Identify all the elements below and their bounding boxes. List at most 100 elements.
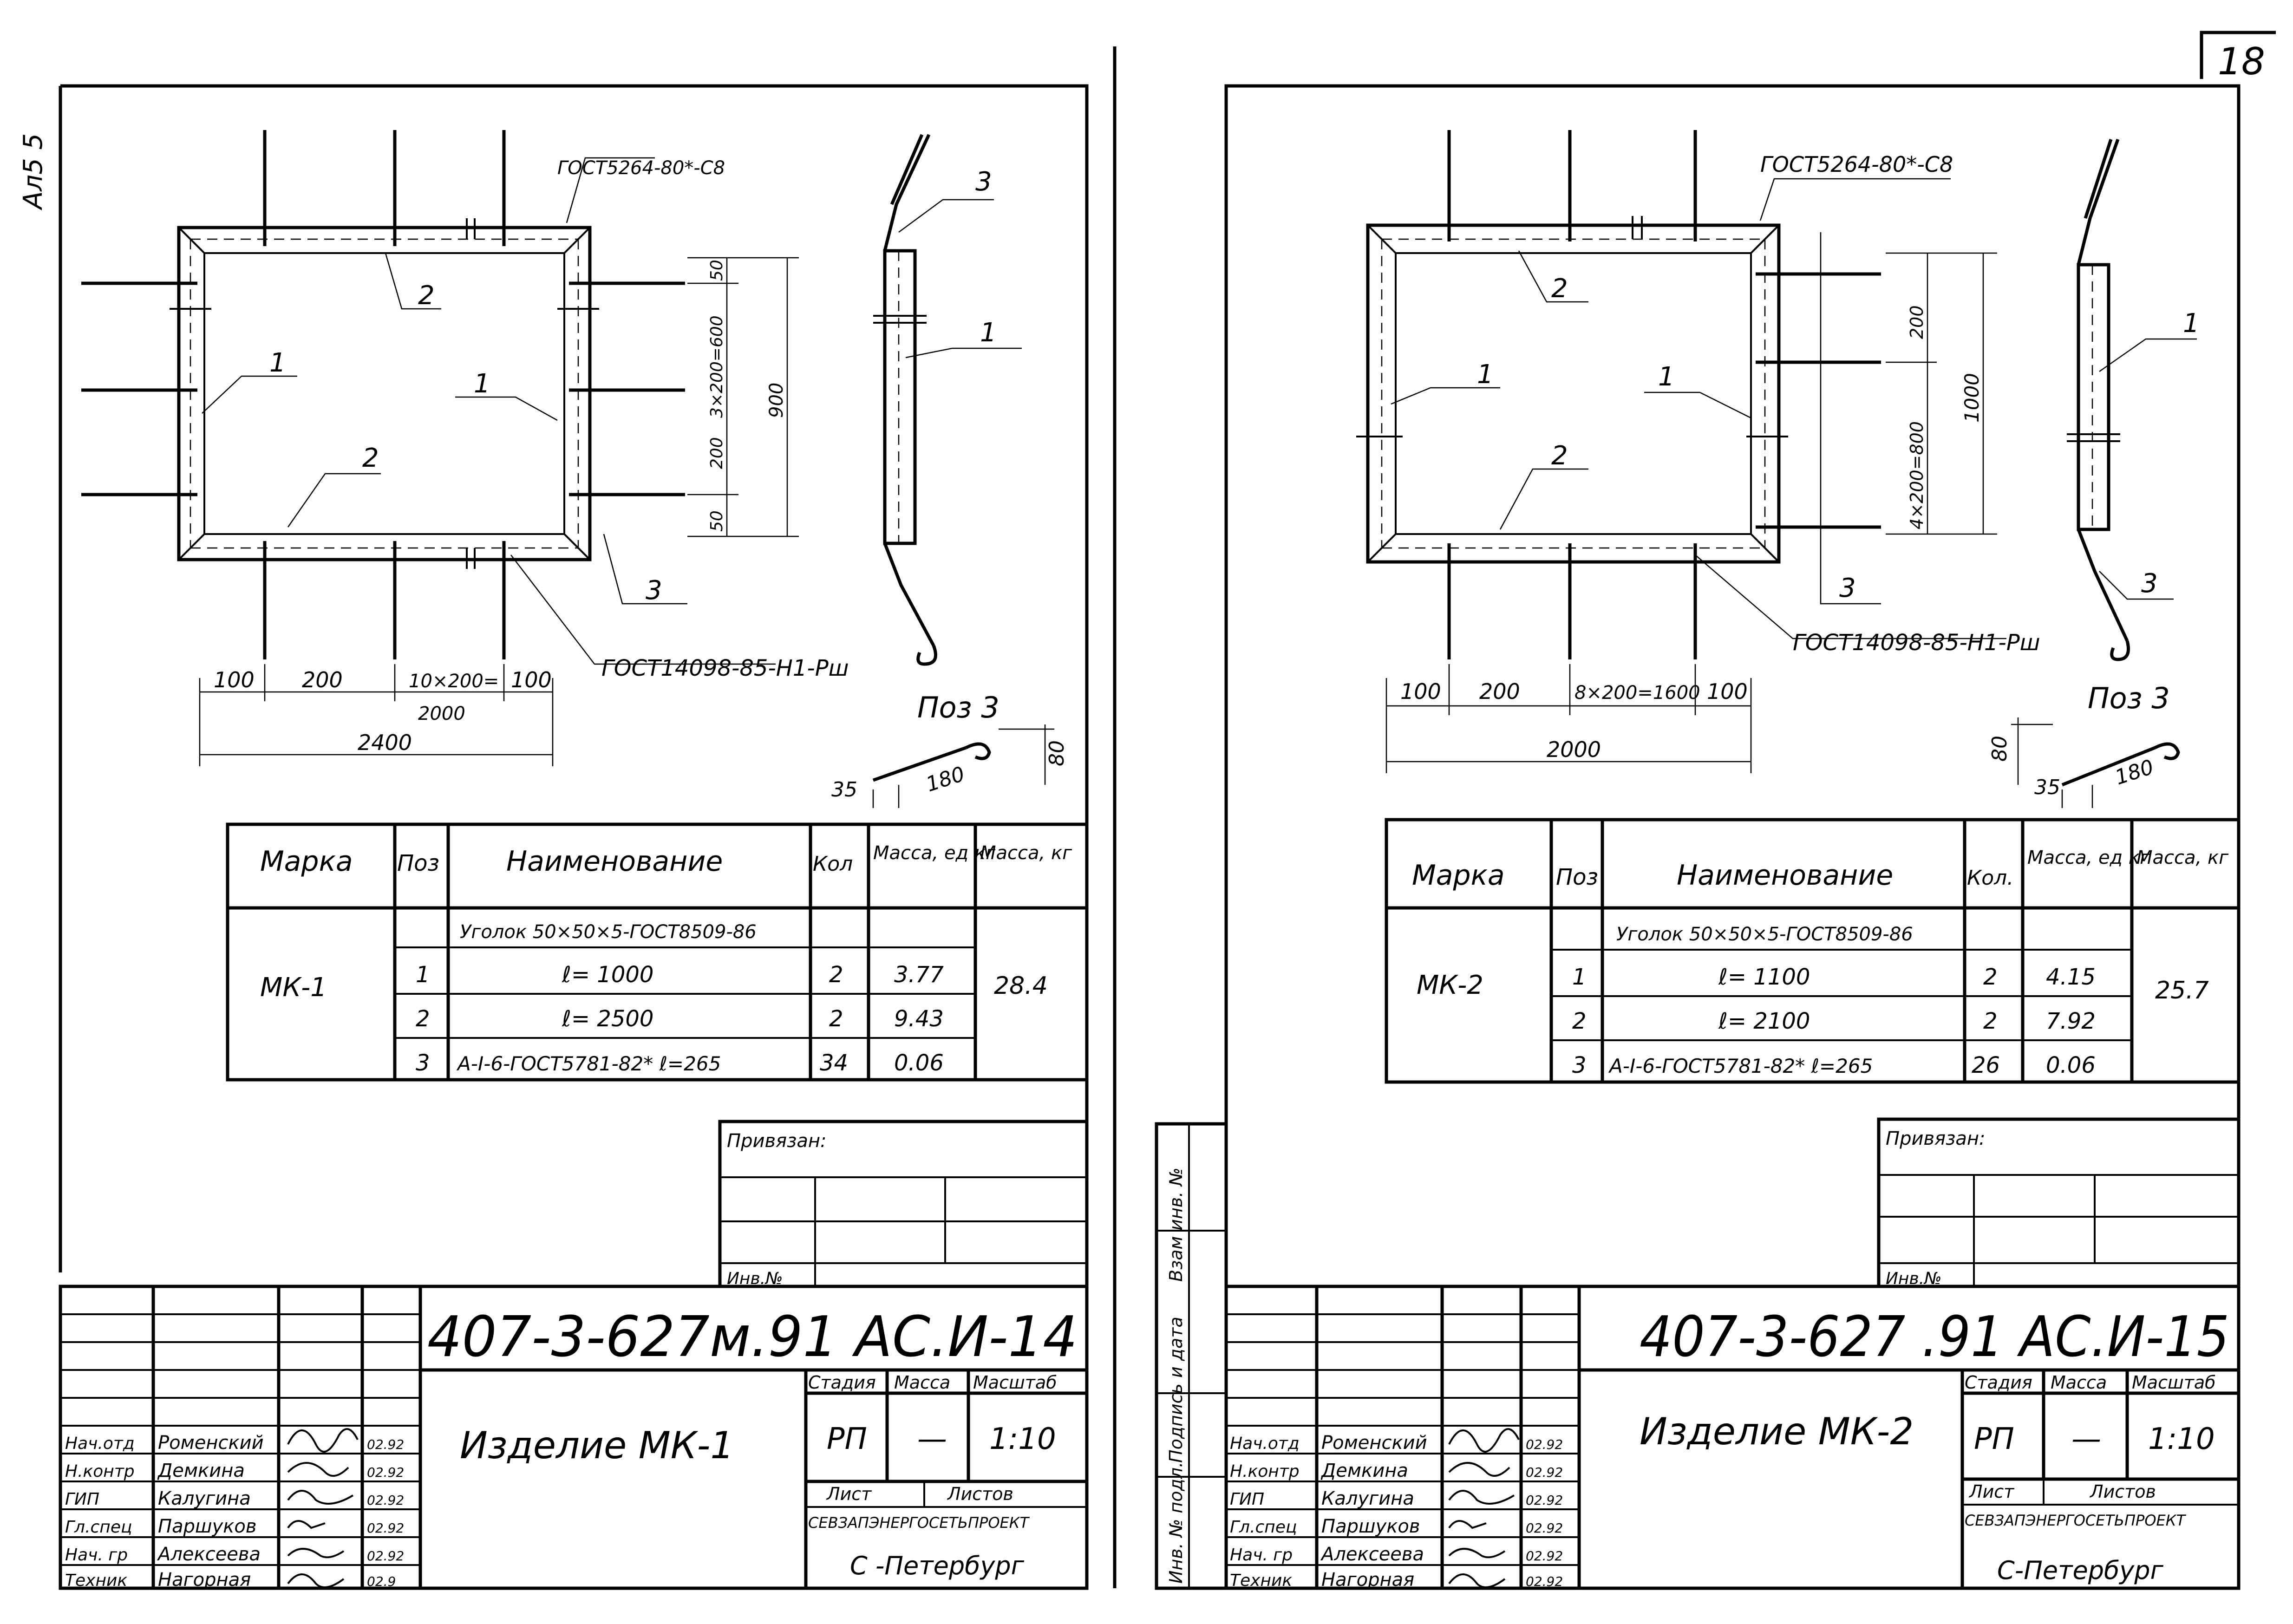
left-pos-3b: 3 [975,167,992,197]
right-poz3-title: Поз 3 [2088,681,2170,715]
left-staff-name-3: Паршуков [158,1516,256,1537]
right-dim-200: 200 [1479,679,1520,704]
right-staff-date-4: 02.92 [1526,1548,1563,1564]
left-dim-100b: 100 [511,667,552,692]
right-gost-anchor: ГОСТ14098-85-Н1-Рш [1793,630,2040,656]
right-scale: 1:10 [2148,1422,2215,1456]
left-spec-row3-mass: 0.06 [894,1050,944,1076]
right-staff-name-4: Алексеева [1320,1544,1424,1565]
right-pos-1a: 1 [1477,359,1494,390]
left-listov-h: Листов [947,1484,1013,1504]
right-spec-row1-poz: 1 [1572,964,1587,990]
left-staff-name-4: Алексеева [157,1544,261,1565]
left-spec-row0-name: Уголок 50×50×5-ГОСТ8509-86 [460,921,757,943]
right-staff-name-3: Паршуков [1321,1516,1420,1537]
left-stage: РП [827,1422,867,1456]
right-staff-name-0: Роменский [1321,1432,1427,1454]
left-signature-marks [287,1428,359,1588]
left-poz3-35: 35 [831,778,857,802]
left-spec-h-mass: Масса, кг [980,842,1072,864]
left-poz3-title: Поз 3 [917,691,1000,724]
right-spec-row3-kol: 26 [1972,1052,2000,1078]
left-pos-1b: 1 [474,369,490,399]
right-side-view [2067,138,2197,661]
left-dim-2400: 2400 [358,730,412,755]
right-signature-marks [1448,1428,1520,1588]
left-dim-3x200: 3×200=600 [707,315,726,418]
right-spec-row2-name: ℓ= 2100 [1718,1008,1810,1034]
left-spec-h-kol: Кол [813,852,853,876]
left-side-view [873,134,1022,666]
right-listov-h: Листов [2089,1481,2156,1502]
right-pos-2a: 2 [1551,274,1568,304]
sheet-number-box [2200,31,2276,79]
left-org: СЕВЗАПЭНЕРГОСЕТЬПРОЕКТ [808,1514,1030,1532]
left-dim-200: 200 [302,667,343,692]
left-dim-2000: 2000 [418,703,465,724]
left-sheet: ГОСТ5264-80*-С8 ГОСТ14098-85-Н1-Рш 2 1 1… [59,84,1089,1591]
left-spec-total: 28.4 [994,972,1048,1000]
right-staff-role-5: Техник [1230,1571,1292,1590]
right-title-block [1224,1285,2241,1590]
right-staff-date-5: 02.92 [1526,1574,1563,1589]
right-poz3-35: 35 [2034,776,2060,799]
left-poz3-detail [872,724,1054,808]
left-staff-role-0: Нач.отд [65,1434,135,1453]
left-title-block [59,1285,1089,1590]
left-staff-name-2: Калугина [158,1488,251,1509]
right-poz3-detail [2011,717,2180,808]
left-stage-h: Стадия [808,1372,876,1393]
left-staff-date-1: 02.92 [367,1465,404,1480]
right-spec-row1-mass: 4.15 [2046,964,2096,990]
left-spec-h-massunit: Масса, ед кг [873,842,996,864]
left-spec-row1-mass: 3.77 [894,962,944,988]
left-poz3-80: 80 [1045,740,1069,766]
left-staff-date-0: 02.92 [367,1437,404,1452]
right-city: С-Петербург [1997,1556,2164,1585]
left-staff-name-1: Демкина [157,1460,245,1481]
left-gost-anchor: ГОСТ14098-85-Н1-Рш [601,655,849,681]
right-spec-row3-name: А-I-6-ГОСТ5781-82* ℓ=265 [1608,1055,1873,1077]
right-scale-h: Масштаб [2132,1372,2216,1393]
right-staff-name-1: Демкина [1320,1460,1408,1481]
right-spec-h-massunit: Масса, ед кг [2027,847,2150,868]
left-dim-50b: 50 [707,510,726,532]
right-stage: РП [1974,1422,2014,1456]
right-dim-100a: 100 [1400,679,1441,704]
right-staff-name-2: Калугина [1321,1488,1414,1509]
left-spec-row3-poz: 3 [416,1050,430,1076]
left-spec-row2-poz: 2 [416,1006,430,1032]
left-staff-date-5: 02.9 [367,1574,396,1589]
left-staff-date-4: 02.92 [367,1548,404,1564]
right-spec-mark: МК-2 [1417,970,1483,1000]
right-staff-role-1: Н.контр [1230,1462,1300,1481]
right-spec-h-name: Наименование [1677,859,1893,892]
left-staff-role-2: ГИП [65,1490,99,1509]
right-spec-h-poz: Поз [1556,864,1598,890]
right-doc-code: 407-3-627 .91 АС.И-15 [1640,1305,2229,1370]
left-staff-role-3: Гл.спец [65,1518,132,1537]
left-scale: 1:10 [989,1422,1056,1456]
right-spec-table [1385,818,2241,1084]
left-spec-row2-mass: 9.43 [894,1006,944,1032]
left-dim-100a: 100 [214,667,255,692]
left-frame [60,84,1089,1588]
left-scale-h: Масштаб [973,1372,1057,1393]
right-dim-200v: 200 [1907,305,1927,339]
right-staff-date-0: 02.92 [1526,1437,1563,1452]
left-pos-2b: 2 [362,443,379,473]
right-staff-date-3: 02.92 [1526,1520,1563,1536]
left-staff-role-4: Нач. гр [65,1546,128,1565]
right-spec-row2-kol: 2 [1983,1008,1998,1034]
left-staff-role-5: Техник [65,1571,127,1590]
left-city: С -Петербург [850,1551,1025,1580]
right-doc-title: Изделие МК-2 [1640,1410,1914,1453]
left-pos-1a: 1 [269,348,286,378]
right-staff-date-2: 02.92 [1526,1493,1563,1508]
left-spec-row2-name: ℓ= 2500 [562,1006,653,1032]
right-privyazan: Привязан: [1886,1128,1986,1149]
right-stamp-vzam: Взам инв. № [1166,1167,1186,1282]
left-doc-code: 407-3-627м.91 АС.И-14 [427,1305,1078,1370]
right-spec-row2-poz: 2 [1572,1008,1587,1034]
left-doc-title: Изделие МК-1 [460,1424,734,1467]
